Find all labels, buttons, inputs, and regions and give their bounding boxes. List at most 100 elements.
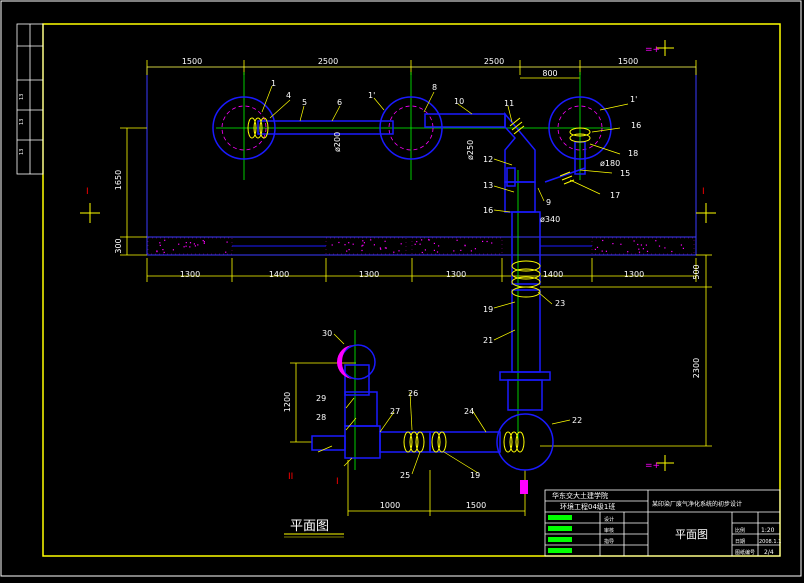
floor-speckle <box>460 249 462 251</box>
drain-outlet <box>520 480 528 494</box>
tb-meta-1: 比例 <box>735 527 745 534</box>
callout-16-lower: 16 <box>483 206 493 215</box>
floor-speckle <box>491 242 493 244</box>
diameter-200: ø200 <box>333 132 342 152</box>
floor-speckle <box>384 240 386 242</box>
floor-speckle <box>658 245 661 247</box>
floor-speckle <box>189 246 191 248</box>
floor-speckle <box>362 244 364 246</box>
callout-17: 17 <box>610 191 620 200</box>
callout-30: 30 <box>322 329 332 338</box>
dim-bottom-1: 1300 <box>180 270 200 279</box>
strip-label-3: 13 <box>19 149 25 155</box>
floor-speckle <box>438 245 440 247</box>
floor-speckle <box>482 240 484 242</box>
inner-frame <box>42 23 781 557</box>
floor-speckle <box>185 245 187 247</box>
floor-speckle <box>393 251 395 253</box>
floor-speckle <box>385 247 387 249</box>
tb-role-1: 设计 <box>604 516 614 523</box>
callout-19: 19 <box>483 305 493 314</box>
floor-speckle <box>163 251 165 253</box>
diameter-180: ø180 <box>600 159 620 168</box>
ref-mark-bottom: =+ <box>645 461 660 471</box>
dim-bottom-6: 1300 <box>624 270 644 279</box>
floor-speckle <box>202 240 204 242</box>
dim-top-5: 1500 <box>618 57 638 66</box>
floor-speckle <box>419 243 421 245</box>
floor-speckle <box>638 248 640 250</box>
right-dimension-line <box>540 254 712 447</box>
floor-speckle <box>379 247 381 249</box>
dim-bottom-3: 1300 <box>359 270 379 279</box>
floor-speckle <box>486 240 488 243</box>
floor-speckle <box>456 239 458 241</box>
floor-speckle <box>433 249 435 251</box>
floor-speckle <box>682 247 684 249</box>
stack-outlet <box>337 344 376 380</box>
floor-speckle <box>436 251 439 253</box>
floor-speckle <box>664 247 666 249</box>
dim-left-lower: 300 <box>114 238 123 253</box>
plan-title: 平面图 <box>290 519 329 534</box>
callout-21: 21 <box>483 336 493 345</box>
floor-speckle <box>344 244 346 246</box>
callout-18: 18 <box>628 149 638 158</box>
tb-role-3: 指导 <box>604 538 614 545</box>
floor-speckle <box>605 250 607 252</box>
floor-speckle <box>421 251 423 254</box>
floor-speckle <box>416 241 418 243</box>
floor-speckle <box>433 242 435 244</box>
floor-speckle <box>414 243 416 245</box>
callout-26: 26 <box>408 389 418 398</box>
floor-speckle <box>398 250 400 252</box>
floor-speckle <box>361 249 363 252</box>
floor-speckle <box>633 240 635 242</box>
floor-speckle <box>331 244 333 246</box>
section-mark-right-I: I <box>702 187 705 197</box>
floor-speckle <box>601 250 603 252</box>
dim-top-2: 2500 <box>318 57 338 66</box>
callout-1-prime: 1' <box>368 91 375 100</box>
dim-lower-bottom-1: 1000 <box>380 501 400 510</box>
left-dimension-line <box>120 127 147 256</box>
floor-speckle <box>203 242 205 244</box>
callout-8: 8 <box>432 83 437 92</box>
floor-speckle <box>464 245 466 247</box>
floor-speckle <box>373 244 375 246</box>
callout-29: 29 <box>316 394 326 403</box>
tb-meta-2: 日期 <box>735 539 745 545</box>
floor-speckle <box>671 250 673 253</box>
floor-speckle <box>172 249 174 251</box>
diameter-250: ø250 <box>466 140 475 160</box>
callout-4: 4 <box>286 91 291 100</box>
floor-speckle <box>646 250 649 252</box>
floor-speckle <box>226 241 228 243</box>
floor-speckle <box>627 251 629 253</box>
floor-speckle <box>612 243 614 245</box>
dim-lower-bottom-2: 1500 <box>466 501 486 510</box>
dim-right-upper: 500 <box>692 264 701 279</box>
lower-left-dimension-line <box>290 362 356 443</box>
bottom-dimension-line <box>146 258 697 282</box>
dim-top-4: 800 <box>542 69 557 78</box>
floor-speckle <box>194 245 196 247</box>
floor-speckle <box>384 247 386 249</box>
section-mark-lower-I: I <box>336 477 339 487</box>
strip-label-1: 13 <box>19 94 25 100</box>
dim-right-lower: 2300 <box>692 358 701 378</box>
floor-speckle <box>638 251 641 253</box>
floor-speckle <box>400 243 402 245</box>
top-dimension-line <box>146 60 697 79</box>
tb-date: 2008.1.1 <box>759 539 781 545</box>
callout-9: 9 <box>546 198 551 207</box>
floor-speckle <box>363 242 365 244</box>
floor-speckle <box>178 243 180 245</box>
ductwork <box>257 111 586 471</box>
floor-speckle <box>594 248 596 250</box>
floor-speckle <box>156 251 158 253</box>
floor-speckle <box>680 244 682 246</box>
floor-speckle <box>424 249 426 251</box>
tb-scale: 1:20 <box>761 527 775 534</box>
